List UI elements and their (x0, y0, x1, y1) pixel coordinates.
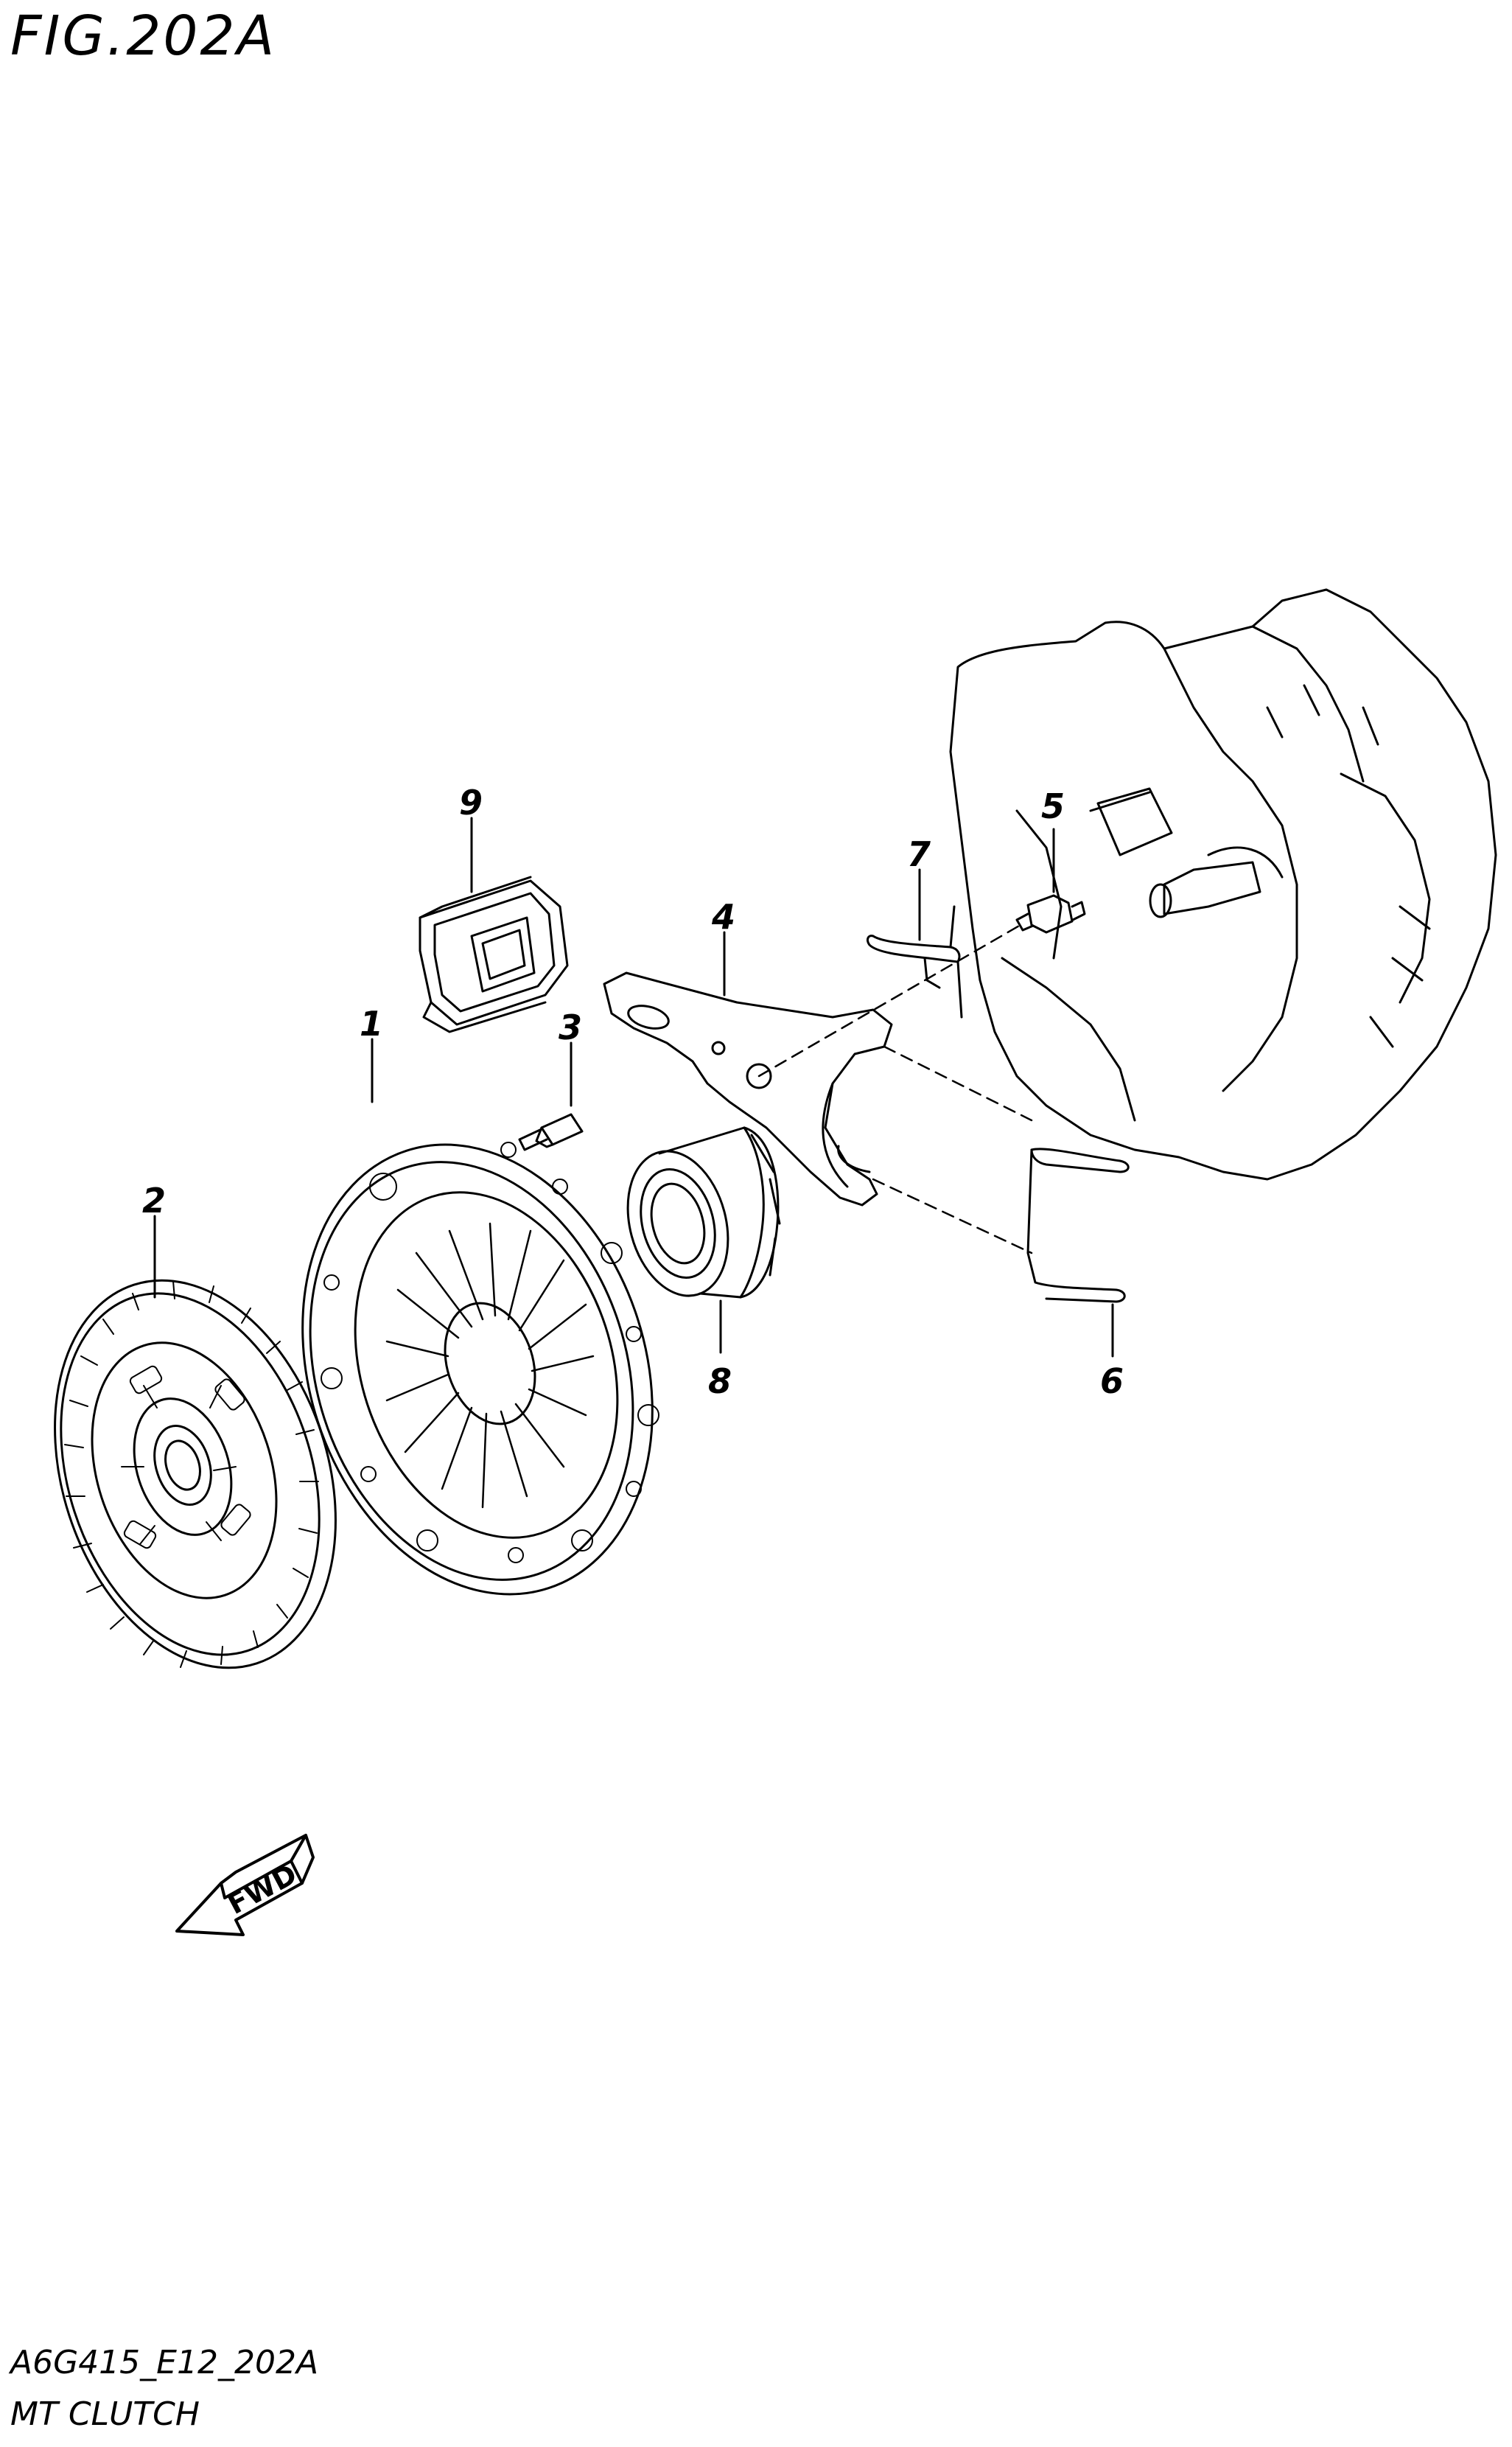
callout-4: 4 (711, 897, 735, 937)
callout-8: 8 (708, 1361, 732, 1401)
release-bearing (626, 1126, 781, 1299)
fwd-label: FWD (223, 1857, 302, 1921)
diagram-name: MT CLUTCH (10, 2395, 200, 2433)
callout-1: 1 (360, 1004, 383, 1044)
callout-6: 6 (1100, 1361, 1124, 1401)
clutch-disc (54, 1279, 337, 1669)
clip (867, 905, 963, 1019)
diagram-code: A6G415_E12_202A (10, 2344, 319, 2381)
figure-title: FIG.202A (10, 4, 277, 68)
release-fork (603, 971, 893, 1207)
fwd-arrow-icon: FWD (175, 1834, 315, 1936)
callout-9: 9 (459, 783, 483, 823)
release-fork-boot (419, 876, 569, 1033)
fulcrum-pin (1015, 894, 1086, 934)
callout-2: 2 (142, 1181, 166, 1221)
callout-7: 7 (907, 834, 931, 874)
transmission-housing (949, 588, 1497, 1181)
bolt (518, 1113, 584, 1151)
alignment-lines (757, 924, 1033, 1254)
clutch-cover (301, 1142, 659, 1596)
spring-clip (837, 1145, 1130, 1303)
callout-labels: 1 2 3 4 5 6 7 8 9 (142, 783, 1124, 1401)
callout-3: 3 (559, 1008, 582, 1047)
callout-5: 5 (1041, 786, 1065, 826)
